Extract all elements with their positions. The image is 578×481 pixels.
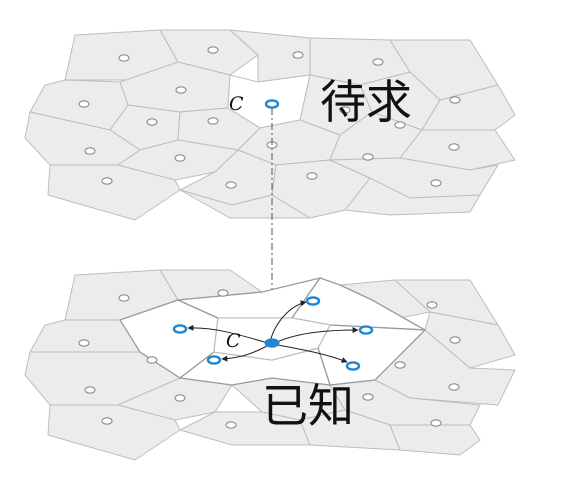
bottom-cell-label: C [226,330,241,352]
neighbor-site-point [305,296,321,306]
site-point [175,86,187,94]
voronoi-cell [299,409,401,451]
voronoi-cell [399,129,516,171]
site-point [217,289,229,297]
site-point [372,58,384,66]
arrow-to-neighbor [187,324,269,344]
site-point [362,393,374,401]
arrow-to-neighbor [276,327,359,343]
site-point [146,118,158,126]
bottom-layer-sites [78,289,461,429]
neighbor-site-point [206,355,222,365]
site-point [84,147,96,155]
site-point [78,100,90,108]
site-point [207,46,219,54]
voronoi-cell [424,311,516,369]
voronoi-cell [421,84,516,131]
site-point [394,121,406,129]
site-point [101,177,113,185]
site-point [449,96,461,104]
top-layer-cells [24,29,516,221]
voronoi-cell [179,189,312,219]
neighbor-arrows [187,300,359,363]
site-point [362,153,374,161]
site-point [78,339,90,347]
top-cell-label: C [229,93,244,115]
neighbor-sites [172,296,374,371]
site-point [449,336,461,344]
site-point [174,154,186,162]
neighbor-site-point [172,324,188,334]
site-point [306,172,318,180]
site-point [448,383,460,391]
arrow-to-neighbor [221,345,268,362]
bottom-layer: C 已知 [24,269,516,461]
site-point [426,301,438,309]
arrow-to-neighbor [269,300,307,343]
site-point [174,394,186,402]
top-layer-title: 待求 [320,75,412,129]
bottom-layer-title: 已知 [262,379,354,433]
site-point [225,421,237,429]
arrow-to-neighbor [277,344,348,363]
site-point [146,356,158,364]
site-point [430,179,442,187]
site-point [118,54,130,62]
voronoi-cell [389,424,481,456]
top-layer: C 待求 [24,29,516,221]
site-point [207,117,219,125]
site-point [118,294,130,302]
neighbor-site-point [358,325,374,335]
site-point [430,419,442,427]
site-point [448,143,460,151]
site-point [292,51,304,59]
neighbor-site-point [345,361,361,371]
known-site-point [264,338,280,348]
site-point [101,417,113,425]
site-point [225,181,237,189]
site-point [84,386,96,394]
site-point [394,361,406,369]
target-site-point [264,99,280,109]
voronoi-cell [344,177,481,216]
site-point [339,106,351,114]
